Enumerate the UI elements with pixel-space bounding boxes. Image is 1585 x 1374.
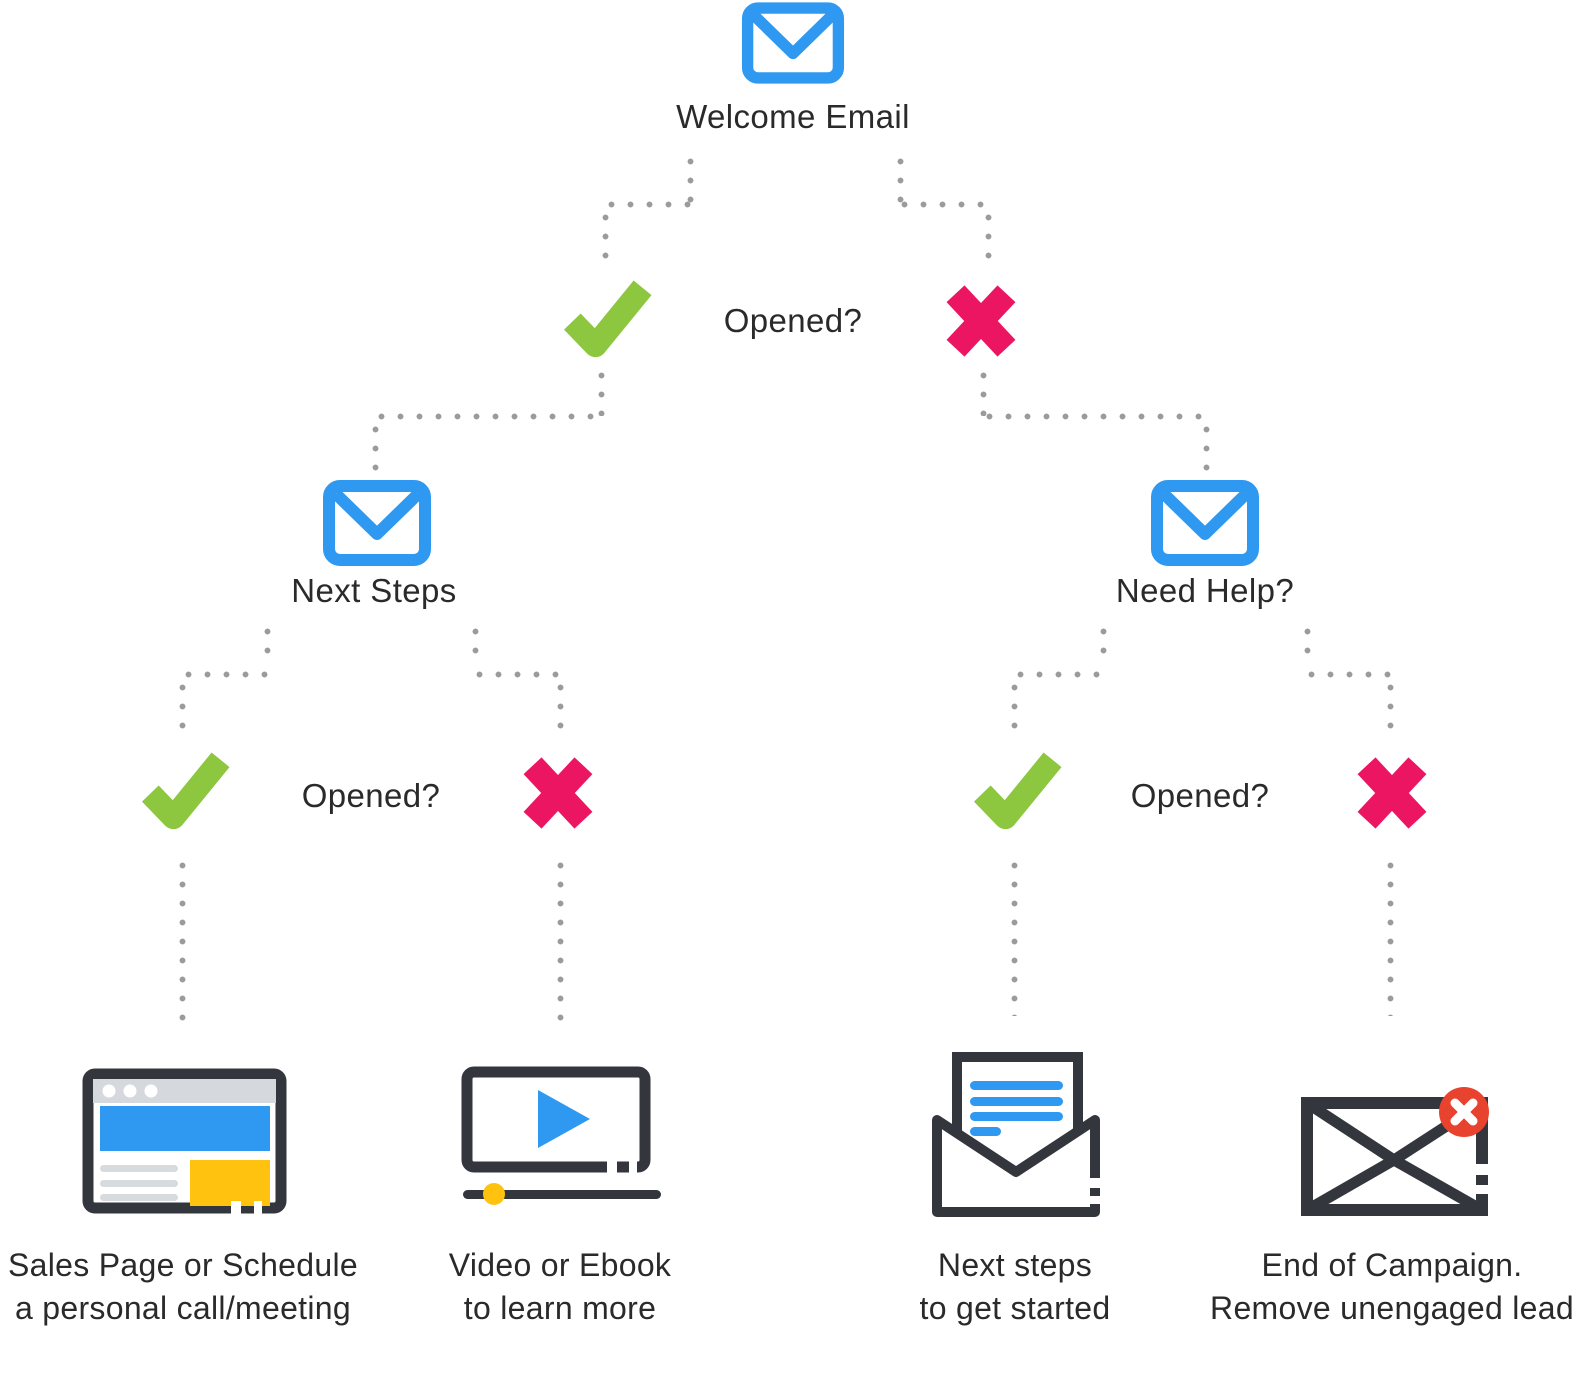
sales-page-outcome bbox=[82, 1068, 287, 1216]
outcome-label-line: Sales Page or Schedule bbox=[8, 1247, 358, 1283]
next-steps-outcome bbox=[932, 1048, 1100, 1222]
dotted-connector bbox=[985, 208, 992, 266]
unsubscribe-envelope-icon bbox=[1301, 1087, 1490, 1216]
video-outcome bbox=[461, 1066, 663, 1208]
check-icon bbox=[564, 280, 652, 358]
video-player-icon bbox=[461, 1066, 661, 1205]
cross-icon bbox=[1357, 757, 1427, 829]
dotted-connector bbox=[1304, 622, 1311, 662]
node-label-welcome-email: Welcome Email bbox=[676, 98, 910, 135]
browser-icon bbox=[82, 1068, 287, 1214]
dotted-connector bbox=[1387, 856, 1394, 1016]
node-label-next-steps: Next Steps bbox=[291, 572, 457, 609]
cross-icon bbox=[946, 285, 1016, 357]
dotted-connector bbox=[602, 201, 697, 208]
check-yes-branch bbox=[138, 750, 232, 830]
outcome-label-line: to get started bbox=[919, 1290, 1111, 1326]
dotted-connector bbox=[557, 856, 564, 1024]
dotted-connector bbox=[472, 622, 479, 662]
question-label: Opened? bbox=[1130, 777, 1270, 814]
cross-no-branch bbox=[942, 281, 1020, 361]
cross-icon bbox=[523, 757, 593, 829]
outcome-label-next: Next steps to get started bbox=[865, 1244, 1165, 1330]
cross-no-branch bbox=[519, 753, 597, 833]
check-icon bbox=[974, 752, 1062, 830]
outcome-label-line: Remove unengaged lead bbox=[1210, 1290, 1574, 1326]
welcome-email-node bbox=[741, 0, 845, 86]
dotted-connector bbox=[557, 678, 564, 738]
outcome-label-video: Video or Ebook to learn more bbox=[410, 1244, 710, 1330]
check-yes-branch bbox=[560, 278, 654, 358]
email-icon bbox=[1151, 480, 1259, 566]
dotted-connector bbox=[264, 622, 271, 662]
dotted-connector bbox=[470, 671, 564, 678]
node-label-need-help: Need Help? bbox=[1115, 572, 1295, 609]
dotted-connector bbox=[687, 152, 694, 206]
dotted-connector bbox=[1302, 671, 1394, 678]
question-label: Opened? bbox=[301, 777, 441, 814]
open-envelope-icon bbox=[932, 1052, 1100, 1217]
dotted-connector bbox=[179, 678, 186, 738]
outcome-label-sales: Sales Page or Schedule a personal call/m… bbox=[0, 1244, 373, 1330]
dotted-connector bbox=[1011, 856, 1018, 1016]
dotted-connector bbox=[372, 413, 602, 420]
outcome-label-line: Next steps bbox=[937, 1247, 1093, 1283]
need-help-node bbox=[1150, 479, 1260, 567]
dotted-connector bbox=[980, 366, 987, 416]
outcome-label-line: Video or Ebook bbox=[448, 1247, 672, 1283]
dotted-connector bbox=[897, 152, 904, 206]
next-steps-node bbox=[322, 479, 432, 567]
question-label: Opened? bbox=[723, 302, 863, 339]
dotted-connector bbox=[602, 208, 609, 266]
dotted-connector bbox=[372, 420, 379, 475]
outcome-label-line: End of Campaign. bbox=[1261, 1247, 1523, 1283]
dotted-connector bbox=[598, 366, 605, 416]
dotted-connector bbox=[1011, 678, 1018, 738]
check-yes-branch bbox=[970, 750, 1064, 830]
dotted-connector bbox=[980, 413, 1210, 420]
end-campaign-outcome bbox=[1295, 1078, 1500, 1223]
dotted-connector bbox=[1011, 671, 1107, 678]
dotted-connector bbox=[179, 856, 186, 1024]
check-icon bbox=[142, 752, 230, 830]
email-icon bbox=[323, 480, 431, 566]
cross-no-branch bbox=[1353, 753, 1431, 833]
dotted-connector bbox=[1203, 420, 1210, 475]
dotted-connector bbox=[895, 201, 992, 208]
outcome-label-line: a personal call/meeting bbox=[15, 1290, 351, 1326]
outcome-label-line: to learn more bbox=[463, 1290, 657, 1326]
dotted-connector bbox=[179, 671, 271, 678]
dotted-connector bbox=[1387, 678, 1394, 738]
email-icon bbox=[741, 2, 845, 84]
dotted-connector bbox=[1100, 622, 1107, 662]
outcome-label-end: End of Campaign. Remove unengaged lead bbox=[1192, 1244, 1585, 1330]
